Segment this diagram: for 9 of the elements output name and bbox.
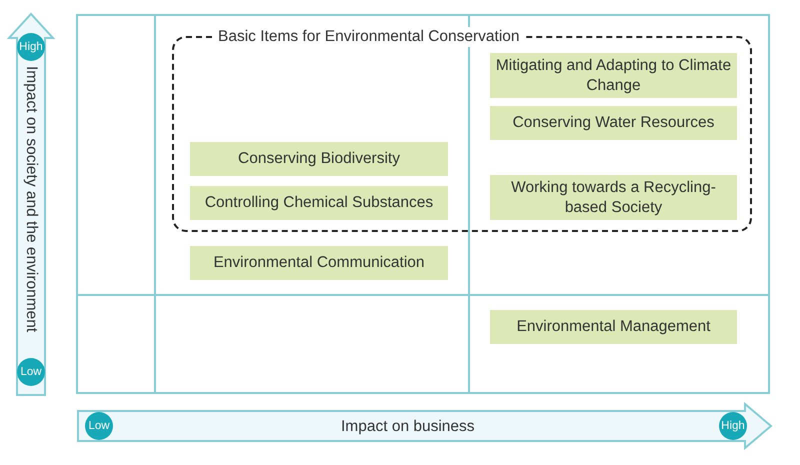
item-box: Environmental Communication bbox=[190, 246, 448, 280]
item-box: Environmental Management bbox=[490, 310, 737, 344]
item-box: Controlling Chemical Substances bbox=[190, 186, 448, 220]
item-box: Mitigating and Adapting to Climate Change bbox=[490, 53, 737, 98]
axis-label: Impact on business bbox=[341, 418, 475, 436]
item-box: Conserving Water Resources bbox=[490, 106, 737, 140]
item-box: Conserving Biodiversity bbox=[190, 142, 448, 176]
item-box: Working towards a Recycling-based Society bbox=[490, 175, 737, 220]
axis-label: Impact on society and the environment bbox=[22, 66, 40, 332]
